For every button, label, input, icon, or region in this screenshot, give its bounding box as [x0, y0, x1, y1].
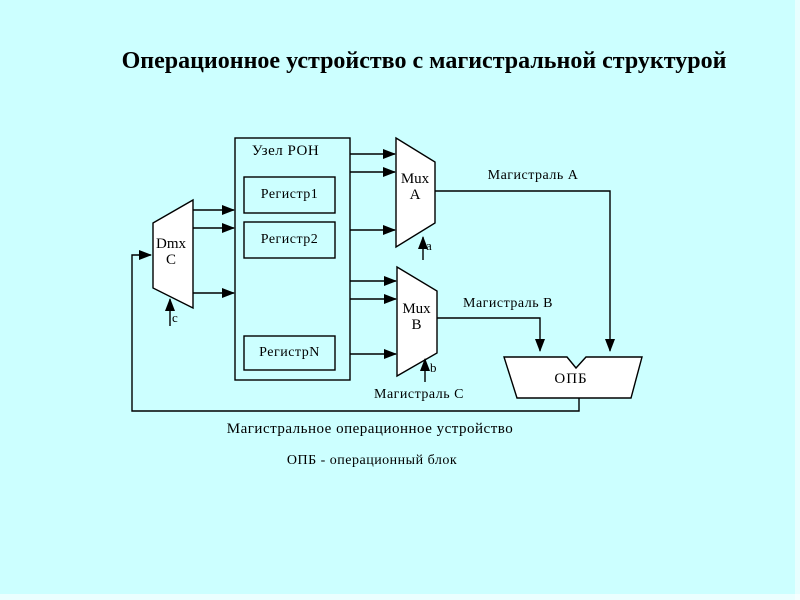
dmx-name: Dmx — [156, 236, 186, 252]
control-c-label: c — [172, 310, 178, 325]
bus-b-line — [437, 317, 545, 352]
slide-bottom-edge — [0, 594, 800, 600]
mux-b-label: Mux B — [396, 301, 437, 333]
registerN-box — [243, 335, 336, 371]
bus-c-label: Магистраль C — [374, 387, 464, 402]
bus-a-line — [435, 190, 615, 352]
dmx-trapezoid — [152, 198, 194, 310]
register2-box — [243, 221, 336, 259]
opb-block — [503, 356, 643, 399]
registerN-label: РегистрN — [259, 345, 320, 360]
slide-right-edge — [795, 0, 800, 600]
mux-a-label: Mux A — [395, 171, 435, 203]
diagram-subtitle: Магистральное операционное устройство — [226, 421, 514, 437]
register1-label: Регистр1 — [260, 187, 319, 202]
mux-b-letter: B — [411, 317, 422, 333]
control-b-label: b — [430, 360, 437, 375]
mux-b-trapezoid — [396, 265, 438, 378]
control-a-label: a — [426, 238, 432, 253]
legend-text: ОПБ - операционный блок — [286, 453, 458, 468]
ron-unit-box — [234, 137, 351, 381]
register2-label: Регистр2 — [260, 232, 319, 247]
dmx-label: Dmx C — [150, 236, 192, 268]
dmx-letter: C — [165, 252, 176, 268]
mux-a-name: Mux — [400, 171, 430, 187]
bus-b-label: Магистраль B — [463, 296, 553, 311]
slide-title: Операционное устройство с магистральной … — [121, 48, 727, 74]
mux-a-letter: A — [409, 187, 421, 203]
register1-box — [243, 176, 336, 214]
mux-b-name: Mux — [402, 301, 431, 317]
opb-label: ОПБ — [554, 371, 588, 387]
ron-unit-label: Узел РОН — [251, 143, 320, 159]
mux-a-trapezoid — [395, 136, 436, 249]
bus-c-feedback-line — [131, 250, 580, 412]
bus-a-label: Магистраль A — [487, 168, 579, 183]
